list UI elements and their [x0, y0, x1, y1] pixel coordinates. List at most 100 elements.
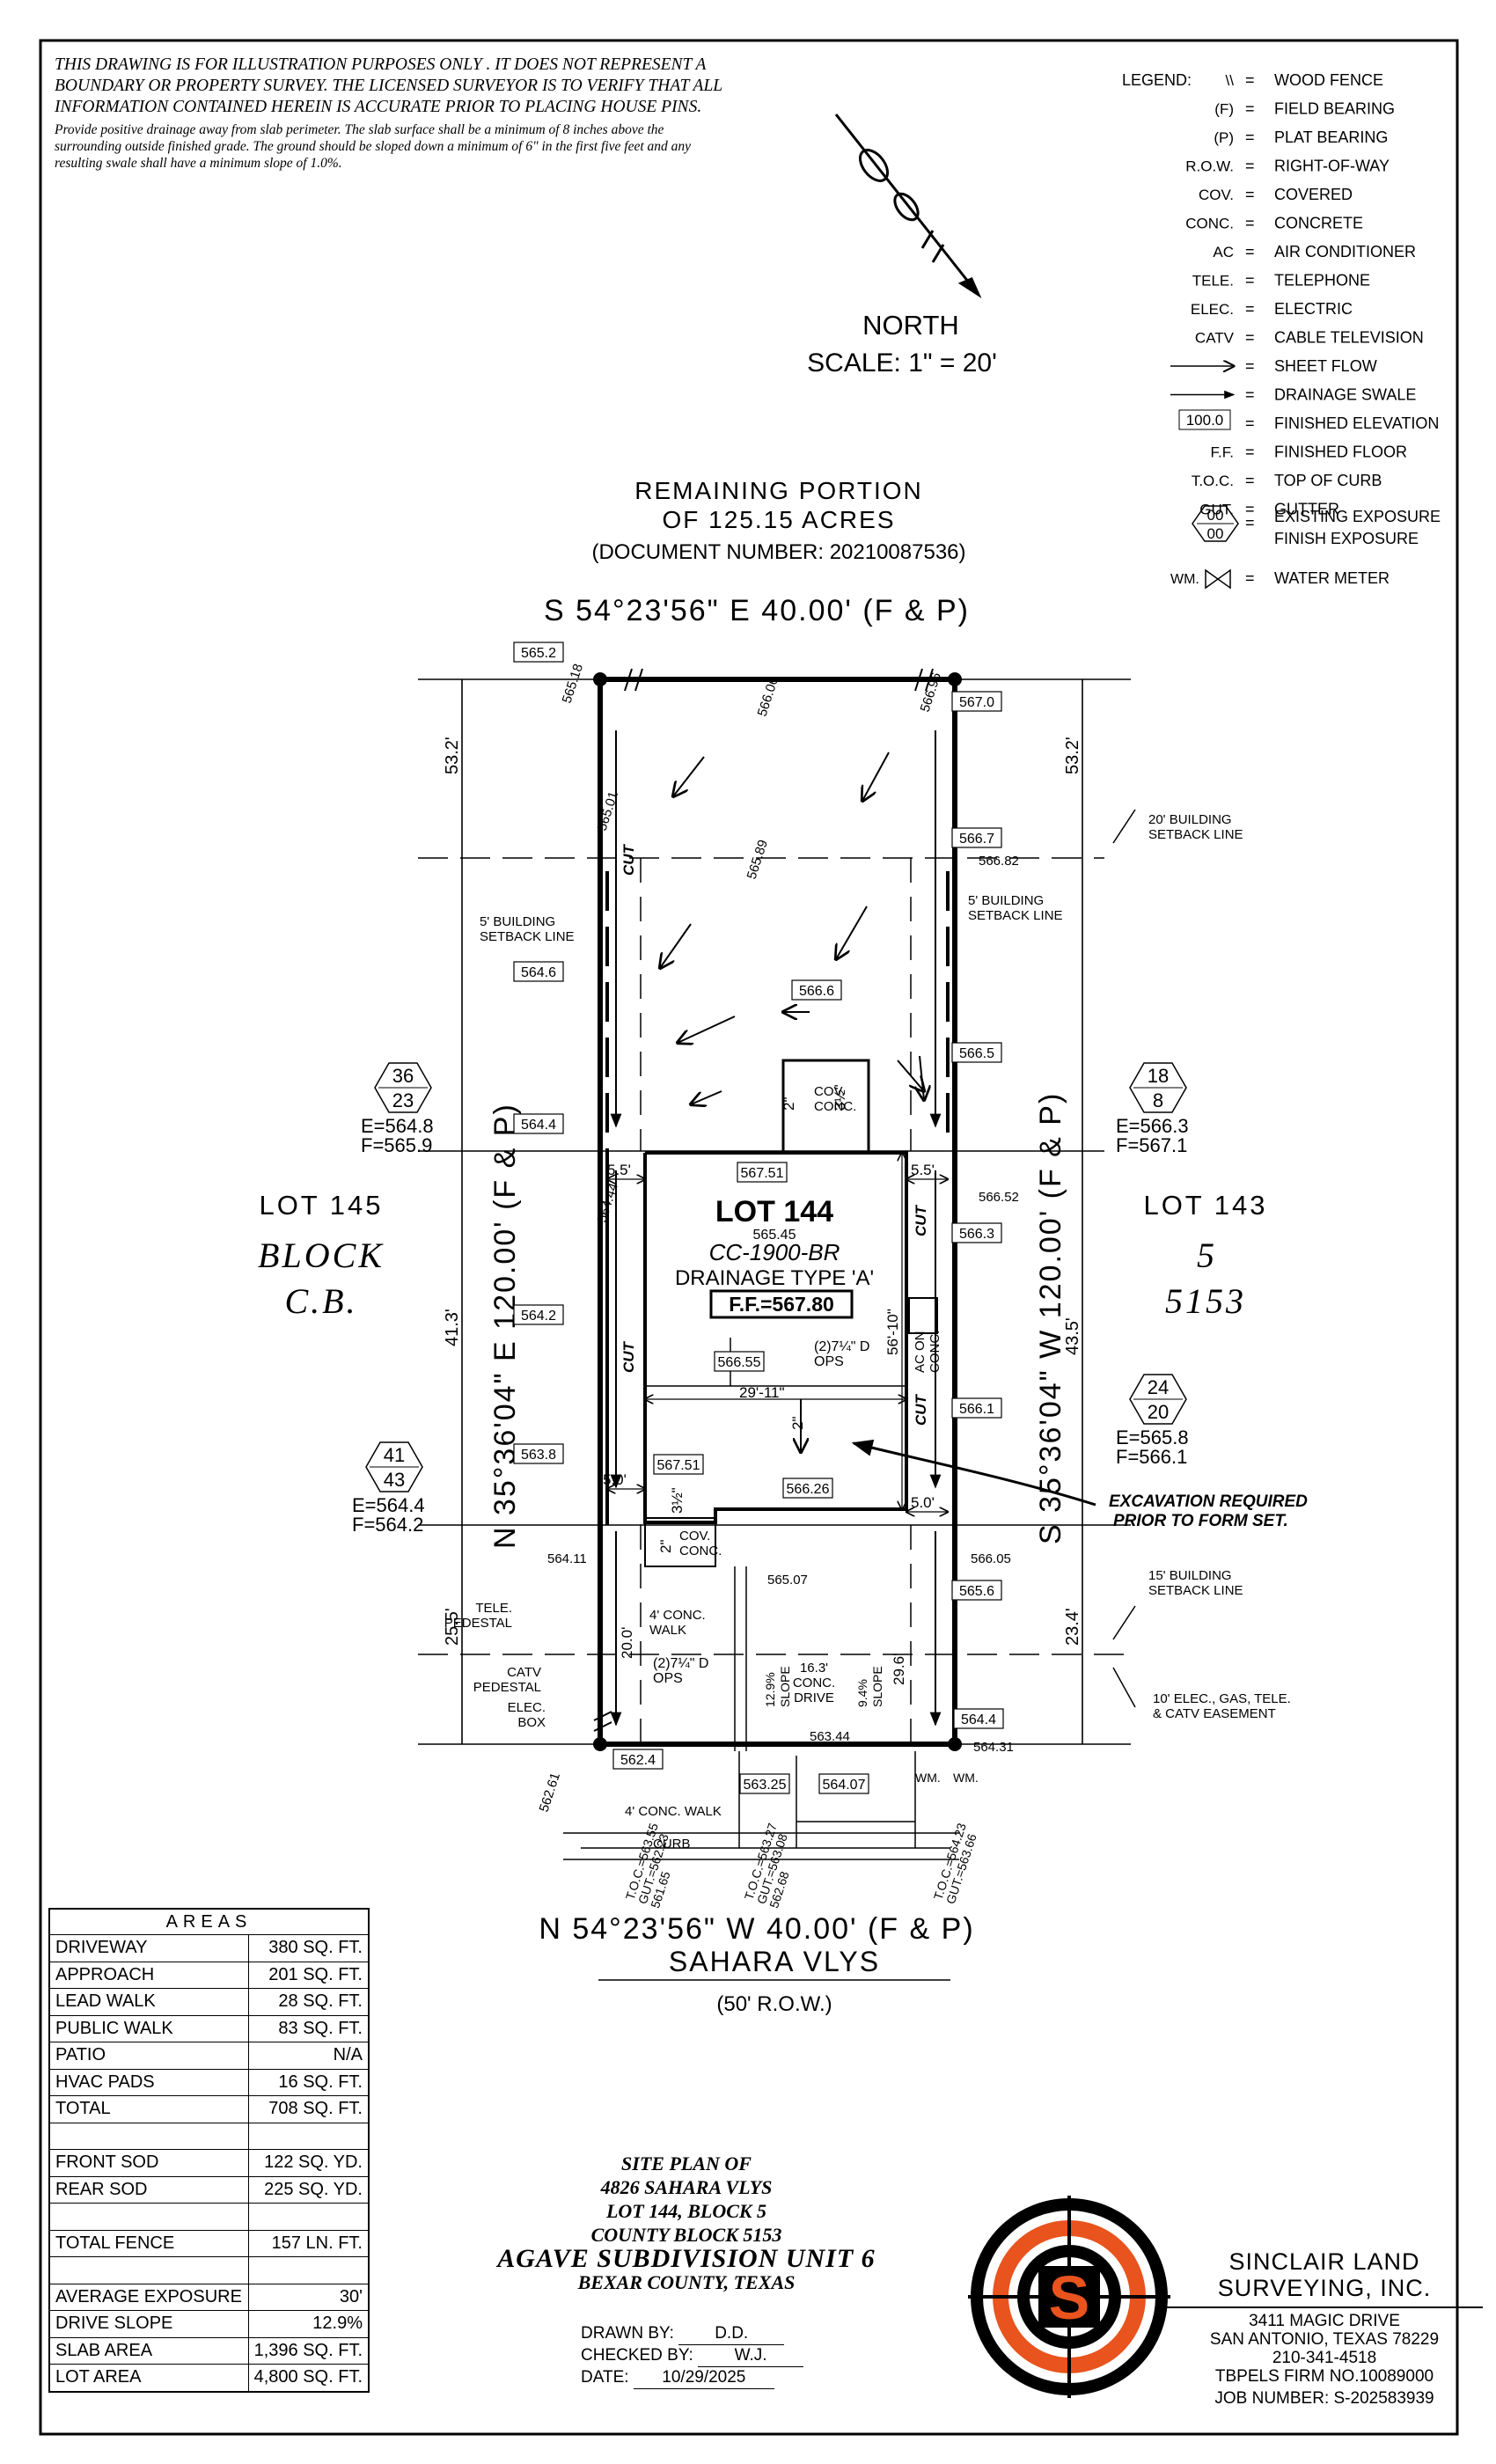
- areas-value: 708 SQ. FT.: [247, 2095, 370, 2123]
- cut-label: CUT: [913, 1204, 929, 1236]
- elevation-box: 566.3: [951, 1222, 1002, 1243]
- svg-text:CATV: CATV: [1195, 330, 1235, 347]
- tele-pedestal-note: TELE.PEDESTAL: [444, 1601, 512, 1631]
- bearing-north: S 54°23'56" E 40.00' (F & P): [544, 594, 970, 627]
- areas-key: AVERAGE EXPOSURE: [48, 2283, 249, 2311]
- remaining-line3: (DOCUMENT NUMBER: 20210087536): [591, 540, 965, 564]
- legend-row: F.F.=FINISHED FLOOR: [1211, 444, 1407, 461]
- elevation-box: 565.6: [951, 1580, 1002, 1601]
- dimension-label: 23.4': [1063, 1608, 1082, 1646]
- disclaimer-caps: THIS DRAWING IS FOR ILLUSTRATION PURPOSE…: [55, 55, 722, 116]
- legend-row: ELEC.=ELECTRIC: [1191, 300, 1353, 318]
- svg-text:GUTTER: GUTTER: [1274, 501, 1339, 518]
- areas-value: 16 SQ. FT.: [247, 2068, 370, 2096]
- svg-text:564.07: 564.07: [823, 1778, 866, 1793]
- svg-text:=: =: [1245, 71, 1255, 89]
- svg-text:T.O.C.: T.O.C.: [1192, 473, 1234, 489]
- svg-text:564.4: 564.4: [521, 1118, 556, 1133]
- svg-text:E=564.4: E=564.4: [352, 1494, 425, 1516]
- svg-text:23: 23: [392, 1089, 414, 1111]
- north-arrow-icon: [834, 114, 982, 299]
- title-line2: 4826 SAHARA VLYS: [600, 2176, 773, 2198]
- cov-conc2-note: COV.CONC.: [679, 1529, 722, 1558]
- svg-text:RIGHT-OF-WAY: RIGHT-OF-WAY: [1274, 158, 1390, 175]
- svg-text:564.4: 564.4: [961, 1712, 996, 1727]
- dimension-label: 2": [781, 1097, 797, 1111]
- drainage-type: DRAINAGE TYPE 'A': [675, 1266, 874, 1290]
- cut-label: CUT: [620, 1340, 637, 1373]
- slope-note-1: 12.9%SLOPE: [763, 1666, 792, 1707]
- areas-key: REAR SOD: [48, 2175, 249, 2204]
- legend: LEGEND:: [1122, 71, 1192, 89]
- areas-value: 201 SQ. FT.: [247, 1961, 370, 1989]
- svg-text:566.6: 566.6: [799, 984, 834, 999]
- ac-note: AC ONCONC.: [913, 1331, 942, 1373]
- dimension-label: 53.2': [1063, 737, 1082, 774]
- areas-key: DRIVE SLOPE: [48, 2310, 249, 2338]
- elevation-box: 566.26: [782, 1478, 833, 1499]
- svg-text:T.O.C.=564.23GUT.=563.66: T.O.C.=564.23GUT.=563.66: [931, 1822, 982, 1906]
- elevation-box: 563.25: [739, 1773, 790, 1794]
- elevation-box: 567.51: [737, 1162, 788, 1183]
- svg-text:DRAINAGE SWALE: DRAINAGE SWALE: [1274, 386, 1416, 404]
- spot-elevation: 565.18: [560, 662, 586, 705]
- dimension-label: 43.5': [1063, 1317, 1082, 1355]
- dimension-label: 20.0': [619, 1627, 635, 1659]
- title-line4: COUNTY BLOCK 5153: [590, 2224, 782, 2246]
- spot-elevation: 564.11: [547, 1551, 587, 1566]
- svg-text:R.O.W.: R.O.W.: [1185, 158, 1234, 175]
- spot-elevation: 565.89: [744, 838, 771, 881]
- title-county: BEXAR COUNTY, TEXAS: [577, 2271, 796, 2293]
- remaining-line2: OF 125.15 ACRES: [662, 506, 895, 533]
- areas-value: 122 SQ. YD.: [247, 2149, 370, 2177]
- bearing-west: N 35°36'04" E 120.00' (F & P): [488, 1103, 522, 1549]
- legend-row: (F)=FIELD BEARING: [1214, 100, 1395, 118]
- legend-row: R.O.W.=RIGHT-OF-WAY: [1185, 158, 1390, 175]
- spot-elevation: 566.05: [971, 1551, 1011, 1566]
- svg-text:TELEPHONE: TELEPHONE: [1274, 272, 1370, 290]
- lot143-cb: 5153: [1165, 1281, 1246, 1321]
- svg-text:(P): (P): [1214, 129, 1234, 146]
- elevation-box: 562.4: [612, 1749, 664, 1770]
- legend-row: T.O.C.=TOP OF CURB: [1192, 472, 1382, 489]
- water-meter-1: WM.: [915, 1771, 941, 1785]
- job-number: JOB NUMBER: S-202583939: [1214, 2389, 1434, 2408]
- scale-label: SCALE: 1" = 20': [807, 348, 997, 378]
- legend-title: LEGEND:: [1122, 71, 1192, 89]
- areas-value: 380 SQ. FT.: [247, 1934, 370, 1962]
- svg-text:565.6: 565.6: [959, 1584, 994, 1599]
- lot143-label: LOT 143: [1143, 1190, 1267, 1221]
- legend-row: COV.=COVERED: [1199, 186, 1353, 203]
- svg-text:566.55: 566.55: [718, 1355, 761, 1370]
- svg-text:567.51: 567.51: [741, 1166, 784, 1181]
- svg-text:566.3: 566.3: [959, 1227, 994, 1242]
- lot145-label: LOT 145: [259, 1190, 383, 1221]
- company-name1: SINCLAIR LAND: [1228, 2248, 1420, 2275]
- curb-lines: [563, 1832, 959, 1860]
- svg-text:566.1: 566.1: [959, 1402, 994, 1417]
- street-row: (50' R.O.W.): [716, 1992, 832, 2016]
- svg-text:567.51: 567.51: [657, 1458, 700, 1473]
- svg-text:567.0: 567.0: [959, 695, 994, 710]
- checked-label: CHECKED BY:: [581, 2346, 693, 2365]
- svg-text:=: =: [1245, 100, 1255, 118]
- svg-text:(F): (F): [1214, 101, 1234, 118]
- svg-text:8: 8: [1153, 1089, 1163, 1111]
- svg-text:=: =: [1245, 386, 1255, 404]
- curb-note: CURB: [653, 1837, 691, 1852]
- elevation-box: 566.6: [791, 979, 842, 1001]
- svg-text:=: =: [1245, 357, 1255, 375]
- exposure-hexagons: 3623E=564.8F=565.9188E=566.3F=567.12420E…: [352, 1062, 1189, 1536]
- legend-row: CATV=CABLE TELEVISION: [1195, 329, 1424, 347]
- elevation-box: 566.1: [951, 1397, 1002, 1419]
- svg-text:565.2: 565.2: [521, 646, 556, 661]
